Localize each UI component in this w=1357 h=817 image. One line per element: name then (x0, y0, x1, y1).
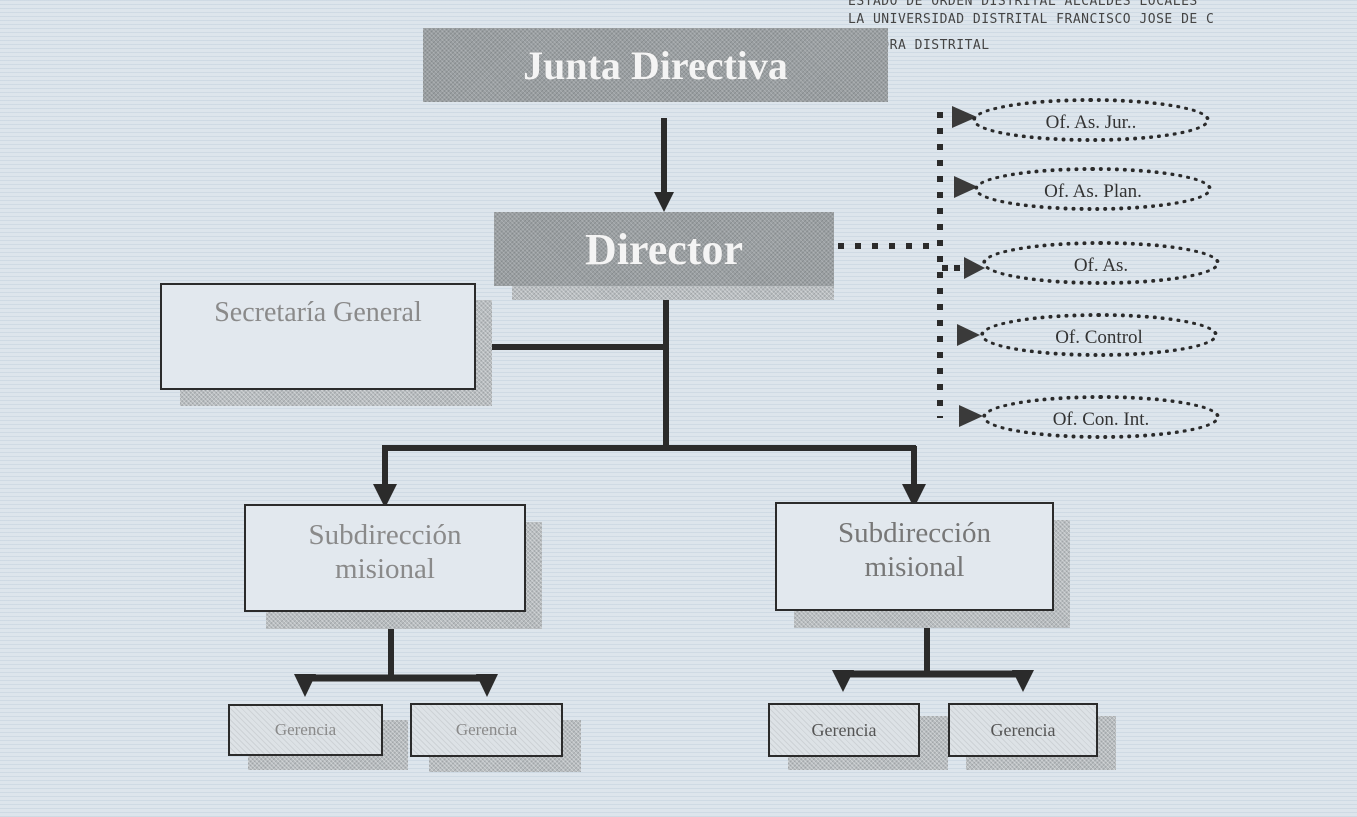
subdirection-right-line2: misional (864, 551, 965, 583)
arrowhead-left-gerencia-1 (294, 674, 316, 697)
gerencia-box-2: Gerencia (410, 703, 563, 757)
director-box: Director (494, 212, 834, 286)
gerencia-box-4: Gerencia (948, 703, 1098, 757)
arrowhead-office-4 (957, 324, 980, 346)
arrowhead-office-2 (954, 176, 978, 198)
office-label: Of. Con. Int. (1052, 409, 1150, 430)
gerencia-label: Gerencia (990, 720, 1056, 740)
subdirection-left-line1: Subdirección (308, 519, 462, 551)
office-label: Of. As. Jur.. (1045, 112, 1137, 133)
header-line-1: ESTADO DE ORDEN DISTRITAL ALCALDES LOCAL… (848, 0, 1198, 9)
subdirection-right-line1: Subdirección (837, 517, 991, 549)
office-label: Of. As. Plan. (1044, 181, 1142, 202)
gerencia-label: Gerencia (274, 720, 337, 739)
subdirection-left-box: Subdirección misional (244, 504, 526, 612)
office-planning-advisory: Of. As. Plan. (974, 167, 1212, 211)
secretariat-box: Secretaría General (160, 283, 476, 390)
arrowhead-right-gerencia-1 (832, 670, 854, 692)
arrowhead-office-5 (959, 405, 983, 427)
board-box: Junta Directiva (423, 28, 888, 102)
subdirection-right-box: Subdirección misional (775, 502, 1054, 611)
office-advisory: Of. As. (982, 241, 1220, 285)
arrowhead-subdirection-right (902, 484, 926, 508)
office-label: Of. As. (1073, 255, 1129, 276)
gerencia-box-3: Gerencia (768, 703, 920, 757)
arrowhead-director (654, 192, 674, 212)
office-control: Of. Control (980, 313, 1218, 357)
arrowhead-office-3 (964, 257, 985, 279)
subdirection-left-line2: misional (335, 553, 435, 585)
gerencia-label: Gerencia (811, 720, 877, 740)
office-label: Of. Control (1055, 327, 1143, 348)
director-label: Director (585, 224, 743, 274)
arrowhead-office-1 (952, 106, 977, 128)
gerencia-box-1: Gerencia (228, 704, 383, 756)
gerencia-label: Gerencia (455, 720, 518, 739)
header-line-2: LA UNIVERSIDAD DISTRITAL FRANCISCO JOSE … (848, 12, 1215, 27)
board-label: Junta Directiva (523, 42, 788, 88)
office-legal-advisory: Of. As. Jur.. (972, 98, 1210, 142)
arrowhead-left-gerencia-2 (476, 674, 498, 697)
arrowhead-subdirection-left (373, 484, 397, 508)
office-internal-control: Of. Con. Int. (982, 395, 1220, 439)
secretariat-label: Secretaría General (214, 297, 422, 328)
arrowhead-right-gerencia-2 (1012, 670, 1034, 692)
